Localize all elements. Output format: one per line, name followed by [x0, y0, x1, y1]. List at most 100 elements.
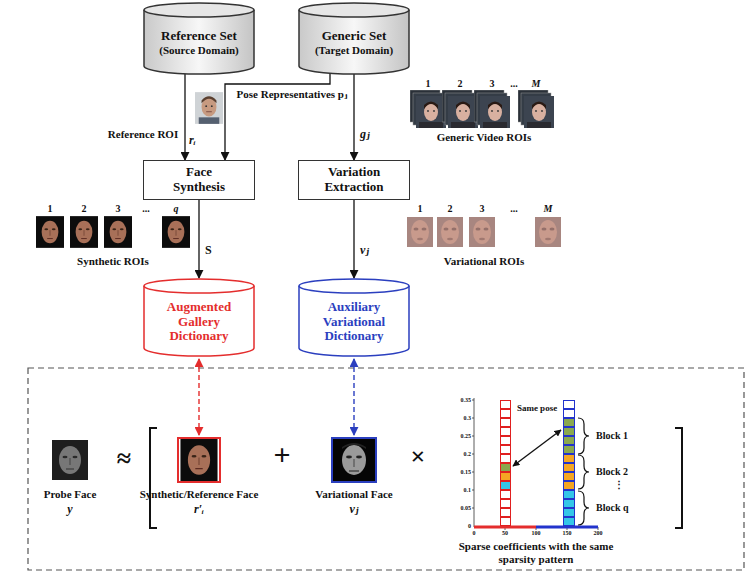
- node-heading: Auxiliary Variational Dictionary: [308, 300, 400, 345]
- label-text: M: [544, 203, 553, 215]
- label-text: 0.3: [464, 415, 472, 422]
- node-heading: Variation Extraction: [319, 165, 389, 195]
- generic-video-roi: [518, 90, 554, 128]
- cylinder-body: [144, 286, 254, 356]
- label-text: Generic Video ROIs: [437, 131, 532, 144]
- chart-axis: [472, 398, 598, 530]
- node-subtext: (Source Domain): [159, 44, 239, 57]
- coefficient-column: [563, 400, 575, 526]
- label-text: 150: [563, 530, 572, 537]
- label-text: Variational ROIs: [444, 255, 525, 268]
- label-text: 0: [468, 523, 471, 530]
- variational-face-image: [333, 439, 375, 481]
- variational-roi: [407, 217, 433, 247]
- label-text: y: [67, 503, 72, 517]
- label-text: 0.05: [461, 505, 472, 512]
- database-cylinder: Augmented Gallery Dictionary: [143, 278, 255, 356]
- edge-label: gⱼ: [360, 128, 370, 142]
- label-text: M: [532, 78, 541, 90]
- synthetic-roi: [70, 216, 98, 248]
- cylinder-body: [299, 286, 409, 356]
- image-border: [332, 438, 376, 482]
- flow-arrow: [198, 200, 199, 278]
- bracket: [675, 428, 682, 528]
- dashed-link: [198, 359, 199, 435]
- dashed-frame: [28, 368, 744, 570]
- variational-roi: [437, 217, 463, 247]
- cylinder-top: [299, 3, 409, 17]
- label-text: Block 1: [596, 430, 628, 442]
- label-text: +: [273, 438, 290, 473]
- coefficient-grid: [500, 400, 511, 526]
- bracket: [150, 428, 157, 528]
- label-text: 1: [48, 203, 53, 215]
- label-text: 2: [448, 203, 453, 215]
- synthetic-roi: [36, 216, 64, 248]
- probe-face-image: [52, 440, 88, 480]
- node-heading: Augmented Gallery Dictionary: [153, 300, 245, 345]
- label-text: Block q: [596, 502, 629, 514]
- label-text: vⱼ: [349, 503, 358, 517]
- dashed-link: [353, 359, 354, 435]
- variational-roi: [469, 217, 495, 247]
- label-text: 3: [480, 203, 485, 215]
- label-text: Block 2: [596, 466, 628, 478]
- node-heading: Generic Set: [322, 29, 387, 44]
- flow-arrow: [184, 73, 185, 160]
- coefficient-grid: [563, 400, 575, 526]
- reference-roi-image: [195, 92, 223, 124]
- label-text: 0: [473, 530, 476, 537]
- brace: [578, 491, 589, 525]
- database-cylinder: Auxiliary Variational Dictionary: [298, 278, 410, 356]
- edge-label: vⱼ: [360, 244, 369, 258]
- cylinder-top: [144, 279, 254, 293]
- database-cylinder: Reference Set(Source Domain): [143, 2, 255, 74]
- label-text: ×: [411, 442, 426, 472]
- label-text: Variational Face: [315, 488, 393, 501]
- database-cylinder: Generic Set(Target Domain): [298, 2, 410, 74]
- label-text: ⋮: [614, 479, 624, 491]
- label-text: Reference ROI: [108, 128, 178, 141]
- label-text: Synthetic/Reference Face: [140, 488, 259, 501]
- generic-video-roi: [410, 90, 446, 128]
- label-text: 2: [458, 78, 463, 90]
- node-heading: Face Synthesis: [164, 165, 234, 195]
- generic-video-roi: [474, 90, 510, 128]
- label-text: 0.35: [461, 397, 472, 404]
- image-border: [178, 438, 220, 482]
- node-heading: Reference Set: [161, 29, 237, 44]
- label-text: q: [174, 203, 179, 215]
- edge-label: S: [205, 244, 212, 258]
- label-text: 0.1: [464, 487, 472, 494]
- label-text: Sparse coefficients with the same sparsi…: [451, 540, 621, 565]
- label-text: 0.2: [464, 451, 472, 458]
- coefficient-column: [500, 400, 511, 526]
- label-text: 50: [502, 530, 508, 537]
- label-text: 100: [532, 530, 541, 537]
- synthetic-roi: [104, 216, 132, 248]
- cylinder-body: [144, 10, 254, 74]
- process-box: Variation Extraction: [298, 160, 410, 200]
- label-text: ...: [142, 203, 150, 215]
- edge-label: Pose Representatives pⱼ: [231, 88, 353, 101]
- label-text: 1: [418, 203, 423, 215]
- cylinder-top: [299, 279, 409, 293]
- brace: [578, 455, 589, 489]
- edge-label: rᵢ: [189, 134, 196, 148]
- node-subtext: (Target Domain): [315, 44, 393, 57]
- label-text: 1: [426, 78, 431, 90]
- label-text: ...: [510, 203, 518, 215]
- cylinder-body: [299, 10, 409, 74]
- synthetic-roi: [162, 216, 190, 248]
- synthetic-face-image: [180, 439, 217, 481]
- flow-arrow: [353, 200, 354, 278]
- label-text: Synthetic ROIs: [77, 255, 149, 268]
- label-text: 0.15: [461, 469, 472, 476]
- label-text: ...: [510, 78, 518, 90]
- generic-video-roi: [442, 90, 478, 128]
- process-box: Face Synthesis: [143, 160, 255, 200]
- label-text: Same pose: [517, 403, 557, 413]
- label-text: 3: [116, 203, 121, 215]
- label-text: 2: [82, 203, 87, 215]
